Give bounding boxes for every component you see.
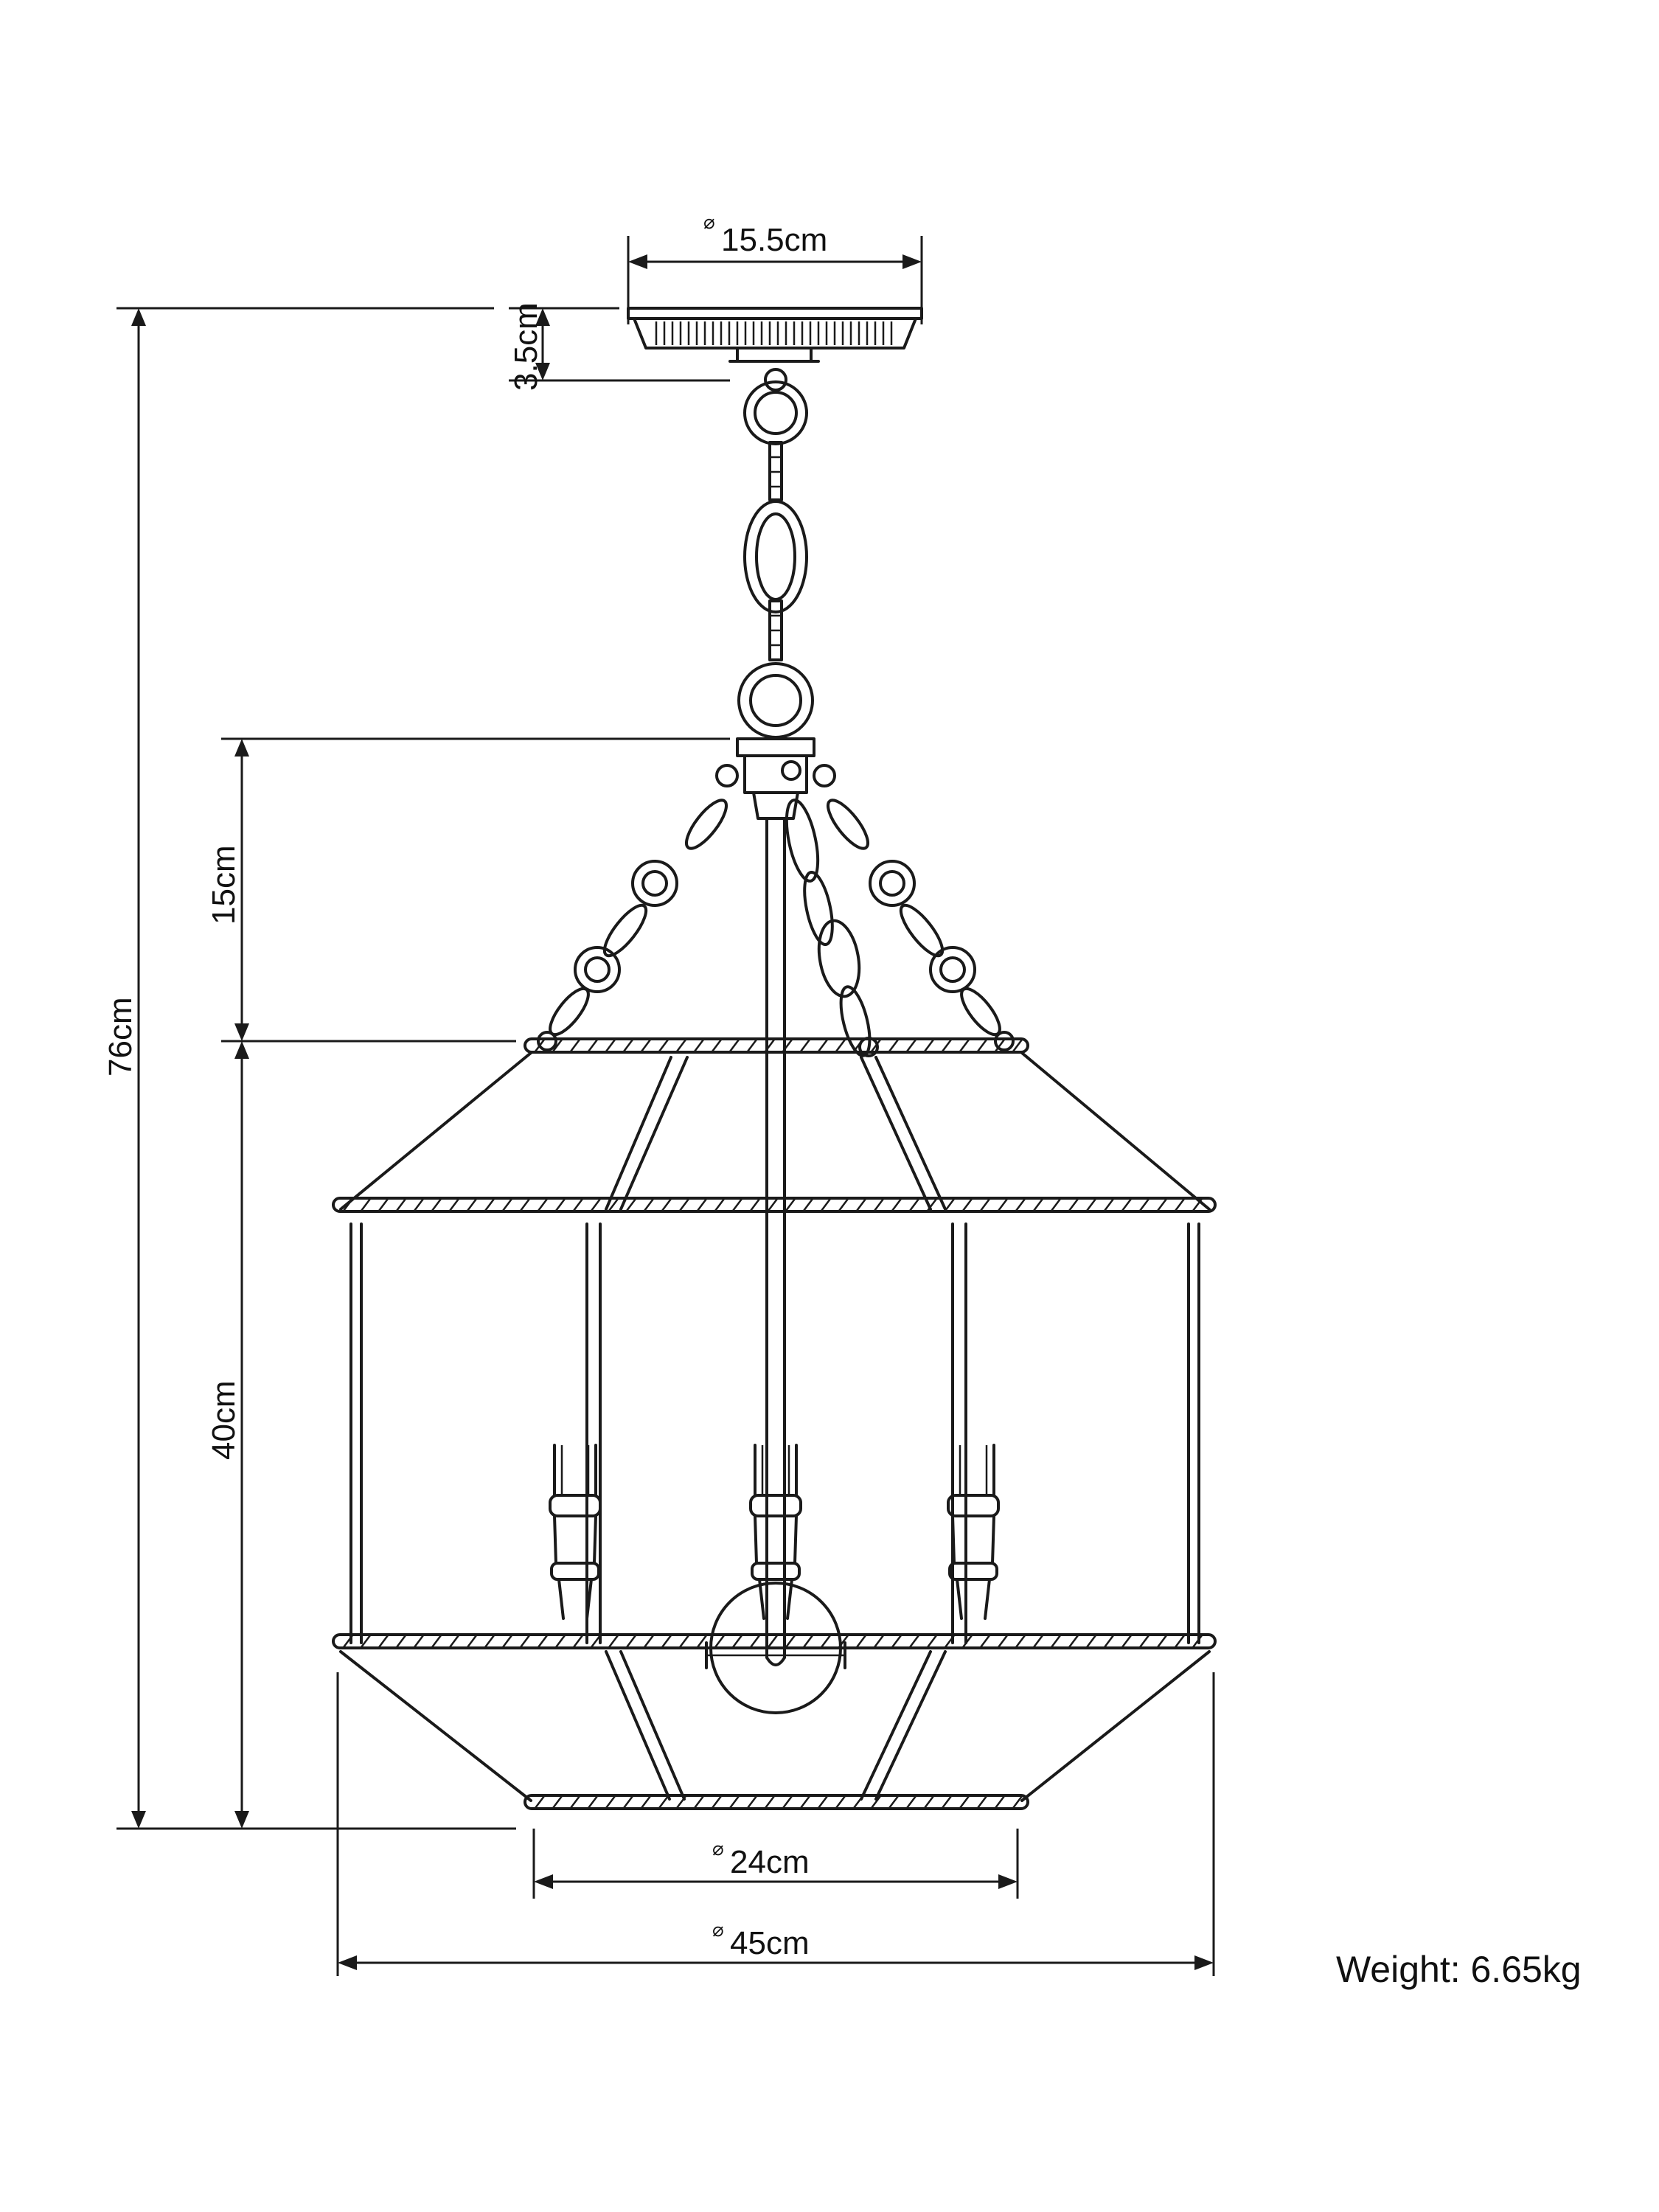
dimension-canopy-height: 3.5cm — [508, 302, 730, 391]
upper-chain — [737, 368, 814, 739]
candle-holders — [549, 1444, 1000, 1620]
canopy-diameter-label: 15.5cm — [721, 222, 827, 258]
central-rod — [765, 817, 786, 1666]
body-diameter-label: 45cm — [730, 1925, 810, 1961]
dimension-base-diameter: ⌀ 24cm — [532, 1829, 1019, 1899]
dimension-chain-height: 15cm — [206, 737, 730, 1043]
canopy-height-label: 3.5cm — [508, 302, 544, 391]
dimension-body-height: 40cm — [206, 1041, 249, 1829]
body-height-label: 40cm — [206, 1380, 242, 1460]
overall-height-label: 76cm — [102, 997, 139, 1077]
weight-label: Weight: 6.65kg — [1336, 1949, 1582, 1990]
base-diameter-symbol: ⌀ — [712, 1838, 724, 1860]
chain-height-label: 15cm — [206, 845, 242, 925]
dimension-canopy-diameter: ⌀ 15.5cm — [627, 212, 923, 324]
canopy-diameter-symbol: ⌀ — [703, 212, 715, 234]
ceiling-canopy — [627, 307, 923, 363]
base-diameter-label: 24cm — [730, 1844, 810, 1880]
centre-bowl — [705, 1582, 846, 1714]
body-diameter-symbol: ⌀ — [712, 1919, 724, 1941]
crown-hub — [715, 737, 836, 820]
dimension-overall-height: 76cm — [102, 307, 516, 1830]
lantern-frame — [339, 1051, 1211, 1802]
rope-bands — [332, 1037, 1217, 1810]
dimension-body-diameter: ⌀ 45cm — [336, 1672, 1215, 1976]
hanging-chains — [537, 799, 1015, 1057]
